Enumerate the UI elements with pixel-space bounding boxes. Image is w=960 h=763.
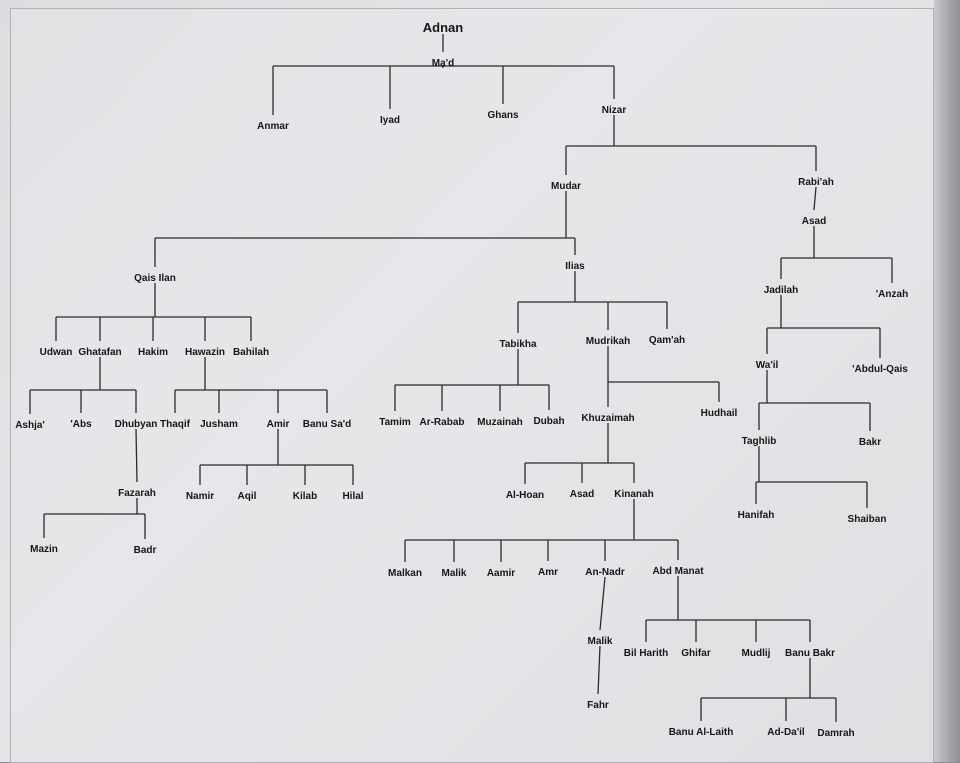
node-jusham: Jusham xyxy=(200,419,238,430)
node-asad: Asad xyxy=(570,489,594,500)
node-tabikha: Tabikha xyxy=(499,339,536,350)
node-adnan: Adnan xyxy=(423,20,464,35)
node-an-nadr: An-Nadr xyxy=(585,567,625,578)
node-malik: Malik xyxy=(441,568,466,579)
node-amir: Amir xyxy=(267,419,290,430)
node-hawazin: Hawazin xyxy=(185,347,225,358)
node-malik: Malik xyxy=(587,636,612,647)
connector-an-nadr-stem xyxy=(599,576,606,631)
node-al-hoan: Al-Hoan xyxy=(506,490,544,501)
node-mudar: Mudar xyxy=(551,181,581,192)
node-abd-manat: Abd Manat xyxy=(652,566,704,577)
node-abdul-qais: 'Abdul-Qais xyxy=(852,364,908,375)
node-thaqif: Thaqif xyxy=(160,419,191,430)
node-ilias: Ilias xyxy=(565,261,585,272)
node-damrah: Damrah xyxy=(817,728,854,739)
node-taghlib: Taghlib xyxy=(742,436,777,447)
node-banu-al-laith: Banu Al-Laith xyxy=(669,727,734,738)
node-kinanah: Kinanah xyxy=(614,489,653,500)
node-nizar: Nizar xyxy=(602,105,627,116)
node-bil-harith: Bil Harith xyxy=(624,648,668,659)
node-bahilah: Bahilah xyxy=(233,347,269,358)
node-mudlij: Mudlij xyxy=(742,648,771,659)
node-fazarah: Fazarah xyxy=(118,488,156,499)
node-bakr: Bakr xyxy=(859,437,881,448)
node-ad-da-il: Ad-Da'il xyxy=(767,727,805,738)
node-hakim: Hakim xyxy=(138,347,168,358)
node-fahr: Fahr xyxy=(587,700,609,711)
connector-malik-stem xyxy=(597,645,601,695)
node-banu-sa-d: Banu Sa'd xyxy=(303,419,352,430)
node-namir: Namir xyxy=(186,491,214,502)
node-anzah: 'Anzah xyxy=(876,289,908,300)
node-anmar: Anmar xyxy=(257,121,289,132)
node-muzainah: Muzainah xyxy=(477,417,523,428)
page-edge xyxy=(934,0,960,762)
node-banu-bakr: Banu Bakr xyxy=(785,648,835,659)
node-malkan: Malkan xyxy=(388,568,422,579)
node-hudhail: Hudhail xyxy=(701,408,738,419)
node-amr: Amr xyxy=(538,567,558,578)
node-abs: 'Abs xyxy=(70,419,92,430)
node-badr: Badr xyxy=(134,545,157,556)
node-asad: Asad xyxy=(802,216,826,227)
connector-rabi-ah-stem xyxy=(813,186,817,211)
node-ghans: Ghans xyxy=(487,110,519,121)
node-tamim: Tamim xyxy=(379,417,411,428)
node-jadilah: Jadilah xyxy=(764,285,798,296)
node-iyad: Iyad xyxy=(380,115,400,126)
node-ashja: Ashja' xyxy=(15,420,45,431)
node-ghifar: Ghifar xyxy=(681,648,711,659)
node-khuzaimah: Khuzaimah xyxy=(581,413,634,424)
node-kilab: Kilab xyxy=(293,491,317,502)
node-mazin: Mazin xyxy=(30,544,58,555)
node-aamir: Aamir xyxy=(487,568,515,579)
node-ar-rabab: Ar-Rabab xyxy=(419,417,464,428)
node-shaiban: Shaiban xyxy=(848,514,887,525)
node-ghatafan: Ghatafan xyxy=(78,347,121,358)
node-dhubyan: Dhubyan xyxy=(115,419,158,430)
node-qam-ah: Qam'ah xyxy=(649,335,685,346)
node-mudrikah: Mudrikah xyxy=(586,336,630,347)
node-rabi-ah: Rabi'ah xyxy=(798,177,834,188)
node-ma-d: Ma'd xyxy=(432,58,454,69)
node-qais-ilan: Qais Ilan xyxy=(134,273,176,284)
node-hanifah: Hanifah xyxy=(738,510,775,521)
node-hilal: Hilal xyxy=(342,491,363,502)
node-dubah: Dubah xyxy=(533,416,564,427)
node-udwan: Udwan xyxy=(40,347,73,358)
node-wa-il: Wa'il xyxy=(756,360,779,371)
node-aqil: Aqil xyxy=(238,491,257,502)
connector-dhubyan-stem xyxy=(135,428,138,483)
